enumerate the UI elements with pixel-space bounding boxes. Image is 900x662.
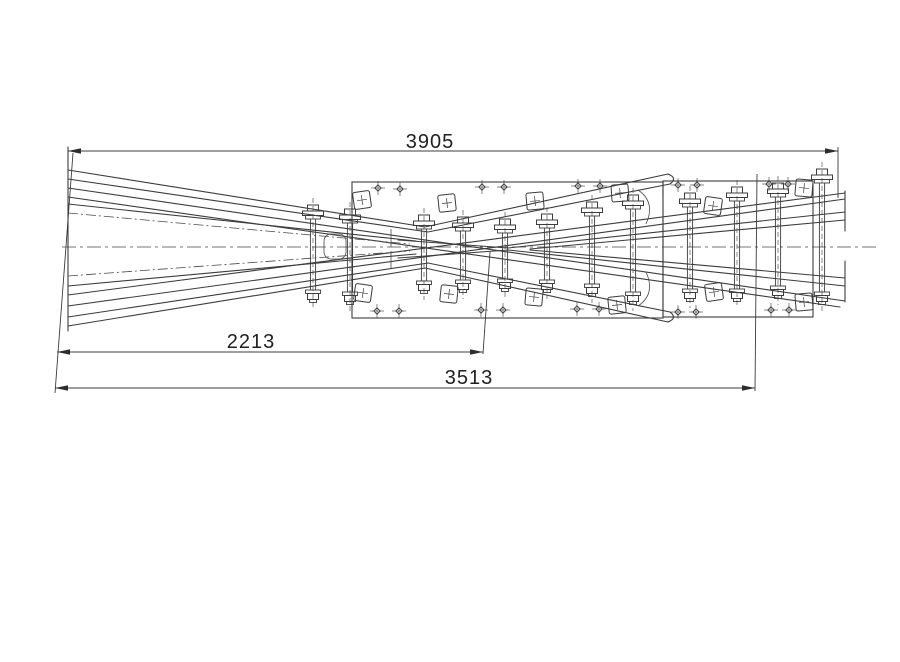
plate-hole-marker-icon (671, 305, 685, 319)
wing-transition-bottom (637, 271, 650, 307)
plate-hole-marker-icon (393, 182, 407, 196)
dimension-to-crossing-point: 2213 (57, 251, 491, 355)
crossing-rail-asc-outer (67, 198, 846, 307)
closure-rail-top (67, 203, 417, 242)
rail-clip-plate (607, 295, 627, 315)
dimension-value-overall: 3905 (406, 131, 455, 153)
plate-hole-marker-icon (496, 303, 510, 317)
bolt-assembly (302, 198, 324, 309)
plate-hole-marker-icon (671, 178, 685, 192)
bolt-assembly (767, 176, 789, 305)
base-plates (351, 180, 814, 319)
bolt-assembly (581, 195, 603, 303)
bolt-assembly (622, 188, 644, 311)
arrow-right-icon (742, 385, 755, 391)
bolt-assembly (494, 212, 516, 298)
rail-clip-plate (353, 283, 373, 303)
rail-clip-plate (703, 196, 723, 216)
plate-hole-marker-icon (689, 305, 703, 319)
wing-rail-top-end (667, 173, 675, 185)
rail-lines (67, 146, 846, 332)
dimension-baseplate-length: 3513 (54, 152, 758, 394)
rail-clip-plate (352, 190, 372, 210)
rail-clip-plate (610, 183, 630, 203)
rail-clip-plate (794, 178, 814, 198)
base-plate-right (662, 180, 814, 318)
rail-clip-plate (704, 282, 724, 302)
bolt-assembly (726, 180, 748, 308)
arrow-left-icon (55, 385, 68, 391)
text-mask (402, 128, 458, 149)
leader-from-crossing-point (482, 251, 491, 355)
plate-hole-marker-icon (370, 304, 384, 318)
plate-hole-marker-icon (475, 180, 489, 194)
bolt-assemblies (302, 162, 833, 311)
dimension-overall-length: 3905 (68, 128, 839, 198)
bolt-assembly (679, 186, 701, 308)
arrow-left-icon (68, 148, 81, 154)
closure-rail-bottom (67, 253, 417, 287)
rail-clip-plate (524, 287, 544, 307)
wing-transition-top (637, 189, 650, 225)
bolt-assembly (811, 162, 833, 311)
rail-axis-top (67, 212, 411, 245)
wing-rail-bottom-outer (67, 267, 669, 327)
plate-hole-marker-icon (764, 303, 778, 317)
wing-rail-top-outer (67, 169, 669, 228)
extension-line-left-slanted (54, 152, 74, 394)
plate-hole-marker-icon (593, 179, 607, 193)
plate-hole-marker-icon (592, 302, 606, 316)
crossing-rail-desc-inner (67, 196, 841, 308)
rail-clip-plate (439, 284, 459, 304)
extension-line-right (754, 173, 758, 392)
throat-spacer-block (323, 233, 347, 260)
arrow-right-icon (825, 148, 838, 154)
plate-hole-marker-icon (690, 178, 704, 192)
plate-hole-marker-icon (570, 302, 584, 316)
bolt-assembly (413, 208, 435, 300)
bolt-assembly (536, 207, 558, 299)
dimension-value-to-point: 2213 (227, 331, 276, 353)
bolt-assembly (339, 202, 361, 311)
rail-clip-plate (525, 191, 545, 211)
plate-hole-marker-icon (392, 304, 406, 318)
arrow-right-icon (470, 349, 483, 355)
wing-rail-bottom-inner (67, 262, 671, 318)
bolt-assembly (452, 210, 474, 299)
plate-hole-marker-icon (782, 303, 796, 317)
rail-clip-plate (437, 193, 457, 213)
arrow-left-icon (57, 349, 70, 355)
plate-hole-markers (370, 177, 796, 319)
rail-clip-plate (794, 292, 814, 312)
wing-rail-top-inner (67, 178, 671, 233)
rail-axis-bottom (67, 250, 411, 277)
plate-hole-marker-icon (371, 181, 385, 195)
dimension-value-baseplate: 3513 (445, 367, 494, 389)
wing-rail-bottom-end (667, 311, 675, 323)
plate-hole-marker-icon (571, 179, 585, 193)
plate-hole-marker-icon (497, 180, 511, 194)
